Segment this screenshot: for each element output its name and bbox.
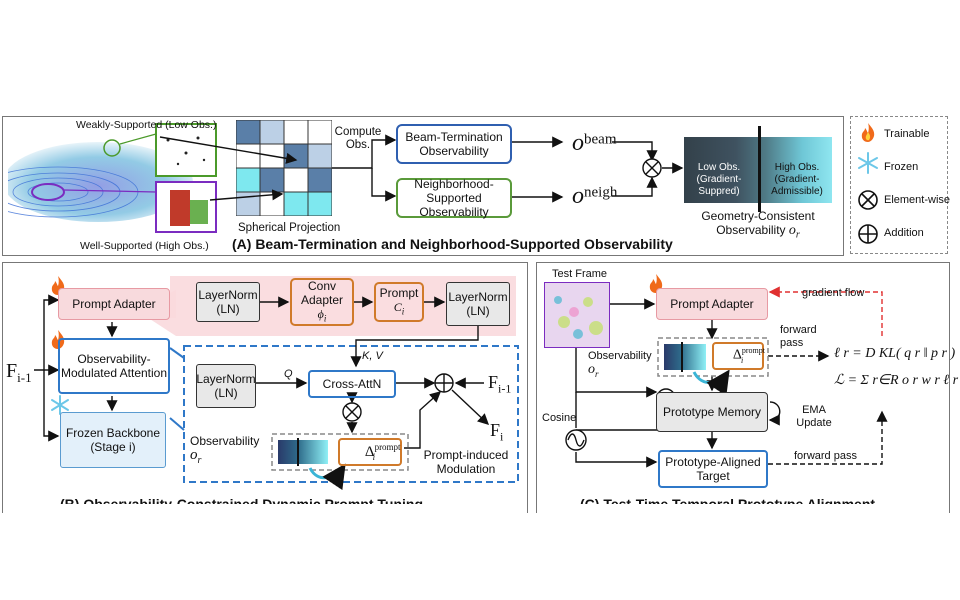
cross-attn-box: Cross-AttN [308, 370, 396, 398]
fi-out-sub: i [500, 429, 504, 444]
geo-text: Geometry-Consistent Observability [701, 209, 815, 238]
legend-icons [858, 123, 878, 244]
obs-sub-c: r [595, 368, 599, 379]
compute-obs-label: Compute Obs. [334, 126, 382, 151]
heatmap-divider [758, 126, 761, 212]
fi-output: Fi [490, 420, 503, 445]
snowflake-icon-b [51, 395, 69, 415]
delta-sub-c: i [740, 355, 744, 365]
test-frame-image [544, 282, 610, 348]
q-label: Q [284, 368, 293, 380]
fi-minus-input: Fi-1 [6, 360, 32, 386]
delta-sup-b: prompt [374, 442, 401, 452]
point-cloud-image [8, 123, 217, 233]
cosine-label: Cosine [542, 412, 577, 424]
neighborhood-support-box: Neighborhood-Supported Observability [396, 177, 512, 219]
beam-termination-box: Beam-Termination Observability [396, 124, 512, 164]
legend-frozen: Frozen [884, 161, 919, 173]
prompt-label: Prompt [379, 285, 419, 300]
layernorm-2: LayerNorm (LN) [446, 282, 510, 326]
high-obs-label: High Obs. (Gradient-Admissible) [771, 162, 823, 197]
forward-pass-label-1: forward pass [780, 324, 817, 349]
delta-prompt-c: Δprompti [712, 342, 765, 370]
legend-addition: Addition [884, 227, 924, 239]
prompt-adapter-c: Prompt Adapter [656, 288, 768, 320]
panel-b-title: (B) Observability-Constrained Dynamic Pr… [60, 496, 424, 504]
prompt-box: Prompt Ci [374, 282, 424, 322]
obs-text-c: Observability [588, 350, 652, 362]
gradient-flow-label: gradient flow [802, 287, 865, 299]
conv-adapter: Conv Adapter ϕi [290, 278, 354, 326]
obs-sym-b: o [190, 447, 198, 463]
well-support-label: Well-Supported (High Obs.) [80, 240, 209, 252]
fi-in-sub: i-1 [498, 381, 512, 396]
obs-sym-c: o [588, 362, 595, 377]
panel-a-title: (A) Beam-Termination and Neighborhood-Su… [232, 236, 673, 252]
legend-trainable: Trainable [884, 128, 930, 140]
observability-label-b: Observability or [190, 434, 266, 468]
prompt-sym: C [393, 299, 402, 314]
prompt-adapter-b: Prompt Adapter [58, 288, 170, 320]
frozen-backbone: Frozen Backbone (Stage i) [60, 412, 166, 468]
fi-minus-sub: i-1 [17, 370, 32, 385]
loss-formula-2: ℒ = Σ r∈R o r w r ℓ r [834, 373, 959, 388]
forward-pass-label-2: forward pass [794, 450, 857, 462]
fi-minus-base: F [6, 360, 18, 382]
delta-sup-c: prompt [741, 346, 765, 356]
weak-support-label: Weakly-Supported (Low Obs.) [76, 119, 217, 131]
oplus-icon [858, 224, 878, 244]
o-beam-base: o [572, 130, 584, 156]
ema-update-label: EMA Update [796, 404, 832, 429]
delta-prompt-b: Δprompti [338, 438, 402, 466]
obs-text-b: Observability [190, 434, 260, 448]
o-beam-symbol: obeam [572, 130, 616, 157]
layernorm-3: LayerNorm (LN) [196, 364, 256, 408]
o-neigh-sup: neigh [584, 184, 618, 201]
delta-b: Δ [364, 444, 375, 460]
geo-o: o [788, 223, 796, 239]
geo-sub: r [795, 229, 800, 241]
panel-c-title: (C) Test-Time Temporal Prototype Alignme… [580, 496, 876, 504]
spherical-projection-grid [236, 120, 332, 216]
conv-adapter-label: Conv Adapter [300, 278, 344, 307]
fi-in-base: F [488, 372, 499, 392]
fi-input-right: Fi-1 [488, 372, 511, 397]
spherical-projection-label: Spherical Projection [238, 222, 341, 234]
otimes-icon [858, 190, 878, 210]
snowflake-icon [858, 152, 878, 174]
low-obs-label: Low Obs. (Gradient-Suppred) [696, 162, 742, 197]
geometry-consistent-label: Geometry-Consistent Observability or [684, 209, 832, 242]
o-neigh-base: o [572, 183, 584, 209]
prototype-memory: Prototype Memory [656, 392, 768, 432]
legend-panel [850, 116, 948, 254]
kv-label: K, V [362, 350, 383, 362]
obs-sub-b: r [197, 455, 202, 466]
conv-sub: i [323, 313, 327, 324]
delta-c: Δ [732, 347, 742, 363]
loss-formula-1: ℓ r = D KL( q r ‖ p r ) [834, 346, 956, 361]
test-frame-label: Test Frame [552, 268, 608, 280]
legend-element-wise: Element-wise [884, 194, 951, 206]
conv-sym: ϕ [317, 306, 324, 321]
prompt-modulation-label: Prompt-induced Modulation [423, 448, 509, 476]
delta-sub-b: i [372, 452, 376, 462]
o-neigh-symbol: oneigh [572, 183, 617, 210]
flame-icon [861, 123, 875, 142]
observability-label-c: Observability or [588, 350, 658, 381]
o-beam-sup: beam [584, 131, 617, 148]
flame-icon-b2 [51, 330, 65, 349]
prompt-sub: i [401, 306, 405, 317]
fi-out-base: F [490, 420, 501, 440]
cosine-icon [565, 429, 587, 451]
layernorm-1: LayerNorm (LN) [196, 282, 260, 322]
obs-modulated-attention: Observability-Modulated Attention [58, 338, 170, 394]
prototype-aligned-target: Prototype-Aligned Target [658, 450, 768, 488]
